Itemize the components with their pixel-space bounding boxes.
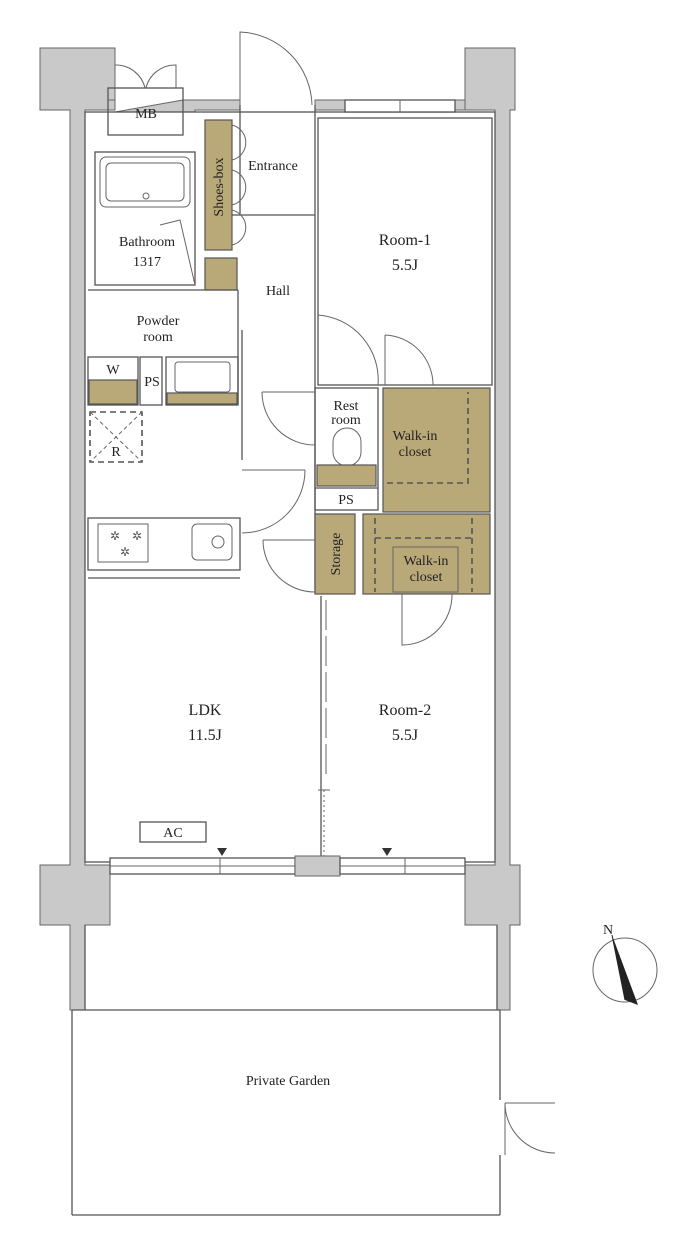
burner-icon: ✲ (132, 529, 142, 543)
wic2-label-1: Walk-in (404, 554, 449, 569)
private-garden: Private Garden (71, 925, 501, 1216)
room2-label: Room-2 (379, 702, 431, 719)
fridge-label: R (111, 445, 121, 460)
ldk: LDK 11.5J AC (139, 702, 227, 856)
entrance-door[interactable] (239, 31, 313, 106)
wic1-label-1: Walk-in (393, 429, 438, 444)
compass-north-label: N (603, 923, 613, 938)
sliding-partition[interactable] (318, 596, 330, 858)
burner-icon: ✲ (110, 529, 120, 543)
walk-in-closet-1: Walk-in closet (382, 387, 491, 513)
rest-room-label-1: Rest (334, 399, 359, 414)
powder-room-label-2: room (143, 330, 173, 345)
bathroom: Bathroom 1317 (94, 151, 196, 286)
burner-icon: ✲ (120, 545, 130, 559)
bottom-windows (109, 855, 466, 877)
shoes-box: Shoes-box (204, 119, 247, 291)
kitchen-counter: ✲ ✲ ✲ (87, 517, 241, 571)
garden-gate[interactable] (504, 1102, 556, 1155)
meter-box: MB (107, 64, 184, 136)
walk-in-closet-2: Walk-in closet (362, 513, 491, 646)
bathroom-size: 1317 (133, 255, 161, 270)
ldk-size: 11.5J (188, 727, 222, 744)
rest-room: Rest room PS (261, 387, 379, 511)
wic2-label-2: closet (410, 570, 443, 585)
storage-label: Storage (329, 533, 344, 576)
ps-label-1: PS (144, 375, 160, 390)
north-compass: N (592, 923, 658, 1005)
entrance-label: Entrance (248, 159, 298, 174)
room2-size: 5.5J (392, 727, 418, 744)
mb-label: MB (135, 107, 157, 122)
ac-label: AC (163, 826, 182, 841)
powder-room-label-1: Powder (137, 314, 180, 329)
powder-room: Powder room W PS (87, 289, 239, 406)
north-arrow-icon (612, 935, 638, 1005)
garden-label: Private Garden (246, 1074, 330, 1089)
fridge-space: R (89, 411, 143, 463)
wic1-label-2: closet (399, 445, 432, 460)
window-room1 (344, 99, 456, 113)
bathroom-label: Bathroom (119, 235, 175, 250)
shoes-box-label: Shoes-box (212, 157, 227, 216)
rest-room-label-2: room (331, 413, 361, 428)
hall-label: Hall (266, 284, 290, 299)
ps-label-2: PS (338, 493, 354, 508)
room1-label: Room-1 (379, 232, 431, 249)
room1-size: 5.5J (392, 257, 418, 274)
triangle-marker-icon (382, 848, 392, 856)
room-2: Room-2 5.5J (379, 702, 431, 856)
triangle-marker-icon (217, 848, 227, 856)
ldk-label: LDK (189, 702, 222, 719)
washer-label: W (106, 363, 120, 378)
storage: Storage (262, 513, 356, 595)
room-1: Room-1 5.5J (317, 117, 493, 386)
